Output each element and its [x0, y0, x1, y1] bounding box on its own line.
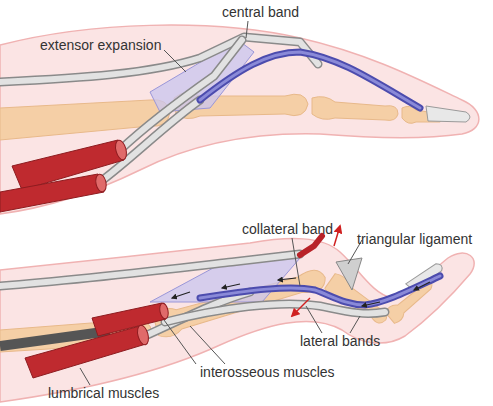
extensor-tendon	[0, 254, 300, 286]
motion-arrow	[278, 278, 296, 280]
motion-arrow	[414, 282, 430, 290]
lateral-band	[200, 52, 420, 108]
part-label: extensor expansion	[40, 37, 161, 53]
leader-line	[246, 21, 248, 38]
finger-nail	[426, 106, 470, 122]
finger-skin	[0, 239, 474, 402]
lumbrical-tendon	[120, 40, 242, 150]
motion-arrow	[222, 284, 240, 288]
leader-line	[80, 368, 90, 385]
interosseous-muscle	[0, 174, 104, 212]
part-label: lumbrical muscles	[48, 385, 159, 401]
part-label: lateral bands	[300, 333, 380, 349]
interosseous-muscle	[92, 303, 166, 336]
lateral-band	[200, 52, 420, 108]
leader-line	[292, 238, 300, 286]
part-label: triangular ligament	[357, 231, 472, 247]
muscle-cut	[158, 302, 169, 319]
part-label: collateral band	[242, 221, 333, 237]
motion-arrow	[362, 302, 380, 306]
leader-line	[164, 50, 186, 72]
collateral-band	[200, 276, 440, 305]
red-arrow	[292, 298, 310, 316]
leader-line	[190, 326, 225, 364]
part-label: interosseous muscles	[200, 364, 335, 380]
muscle-cut	[94, 173, 108, 193]
extensor-tendon	[0, 254, 300, 286]
leader-line	[306, 306, 322, 333]
muscle-cut	[114, 139, 129, 161]
middle-phalanx	[312, 97, 398, 121]
ruptured-central-band	[300, 236, 322, 255]
finger-skin	[0, 25, 479, 214]
lumbrical-tendon	[120, 40, 242, 150]
lumbrical-muscle	[25, 326, 146, 378]
collateral-band	[200, 276, 440, 305]
part-label: central band	[222, 4, 299, 20]
motion-arrow	[172, 292, 190, 298]
muscle-cut	[136, 324, 151, 346]
red-arrow	[334, 226, 340, 246]
leader-line	[164, 320, 196, 364]
leader-line	[350, 316, 360, 333]
